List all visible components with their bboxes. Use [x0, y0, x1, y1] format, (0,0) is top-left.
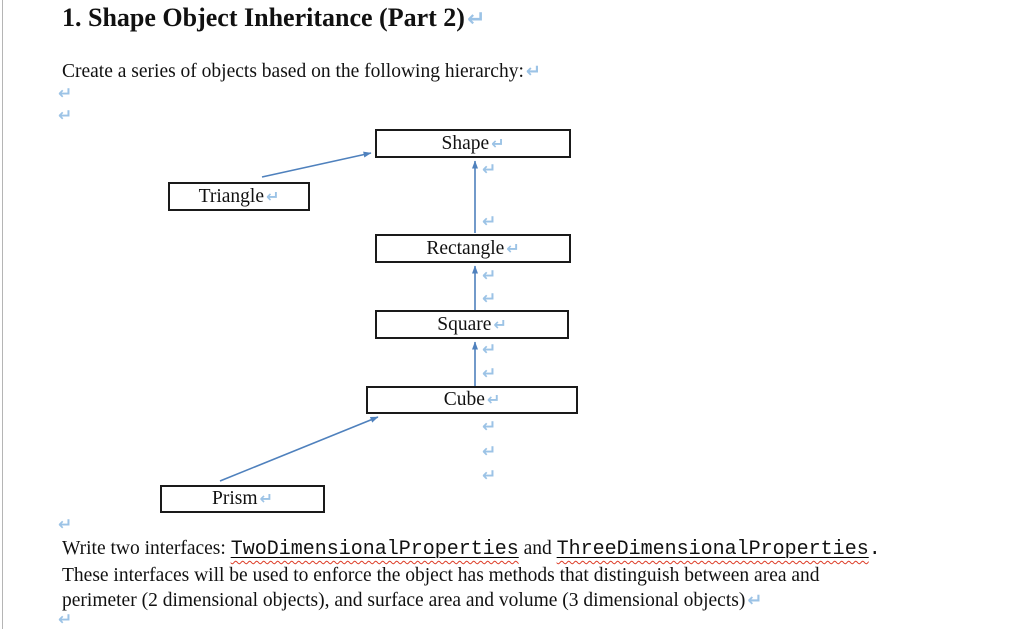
paragraph-return-icon: ↵	[482, 160, 497, 180]
paragraph-return-icon: ↵	[466, 7, 486, 32]
box-label: Prism	[212, 488, 258, 510]
intro-paragraph: Create a series of objects based on the …	[62, 60, 541, 84]
footer-text: These interfaces will be used to enforce…	[62, 565, 820, 586]
interfaces-paragraph-line1: Write two interfaces: TwoDimensionalProp…	[62, 537, 881, 561]
page-title-text: 1. Shape Object Inheritance (Part 2)	[62, 3, 465, 32]
spellcheck-squiggle: ThreeDimensionalProperties	[556, 538, 869, 561]
diagram-box-square: Square↵	[375, 310, 569, 339]
footer-text: perimeter (2 dimensional objects), and s…	[62, 590, 746, 611]
diagram-box-shape: Shape↵	[375, 129, 571, 158]
box-label: Square	[437, 313, 492, 335]
paragraph-return-icon: ↵	[482, 289, 497, 309]
paragraph-return-icon: ↵	[486, 390, 501, 409]
paragraph-return-icon: ↵	[493, 314, 507, 334]
paragraph-return-icon: ↵	[482, 212, 497, 232]
interface-name-two-dimensional: TwoDimensionalProperties	[230, 538, 519, 561]
paragraph-return-icon: ↵	[265, 186, 280, 206]
paragraph-return-icon: ↵	[506, 238, 520, 258]
paragraph-return-icon: ↵	[58, 106, 73, 126]
intro-text: Create a series of objects based on the …	[62, 61, 524, 82]
box-label: Cube	[443, 389, 485, 411]
diagram-box-prism: Prism↵	[160, 485, 325, 513]
spellcheck-squiggle: TwoDimensionalProperties	[230, 538, 519, 561]
paragraph-return-icon: ↵	[482, 364, 497, 384]
diagram-box-rectangle: Rectangle↵	[375, 234, 571, 263]
arrow-triangle-to-shape	[261, 151, 372, 178]
page-title: 1. Shape Object Inheritance (Part 2)↵	[62, 2, 485, 36]
footer-text: and	[518, 538, 557, 559]
paragraph-return-icon: ↵	[58, 84, 73, 104]
paragraph-return-icon: ↵	[482, 340, 497, 360]
paragraph-return-icon: ↵	[747, 590, 763, 611]
page-left-edge	[2, 0, 3, 629]
footer-text: Write two interfaces:	[62, 538, 231, 559]
box-label: Rectangle	[426, 237, 505, 259]
paragraph-return-icon: ↵	[482, 266, 497, 286]
diagram-box-triangle: Triangle↵	[168, 182, 310, 211]
interfaces-paragraph-line2: These interfaces will be used to enforce…	[62, 564, 820, 587]
paragraph-return-icon: ↵	[491, 133, 505, 153]
box-label: Shape	[441, 132, 490, 154]
paragraph-return-icon: ↵	[58, 610, 73, 629]
box-label: Triangle	[198, 185, 264, 207]
interface-name-three-dimensional: ThreeDimensionalProperties	[556, 538, 869, 561]
paragraph-return-icon: ↵	[58, 515, 73, 535]
paragraph-return-icon: ↵	[482, 417, 497, 437]
interfaces-paragraph-line3: perimeter (2 dimensional objects), and s…	[62, 589, 762, 612]
paragraph-return-icon: ↵	[482, 442, 497, 462]
footer-period: .	[868, 538, 881, 561]
arrow-prism-to-cube	[219, 416, 379, 482]
diagram-box-cube: Cube↵	[366, 386, 578, 414]
paragraph-return-icon: ↵	[259, 489, 273, 508]
paragraph-return-icon: ↵	[482, 466, 497, 486]
paragraph-return-icon: ↵	[525, 61, 541, 82]
